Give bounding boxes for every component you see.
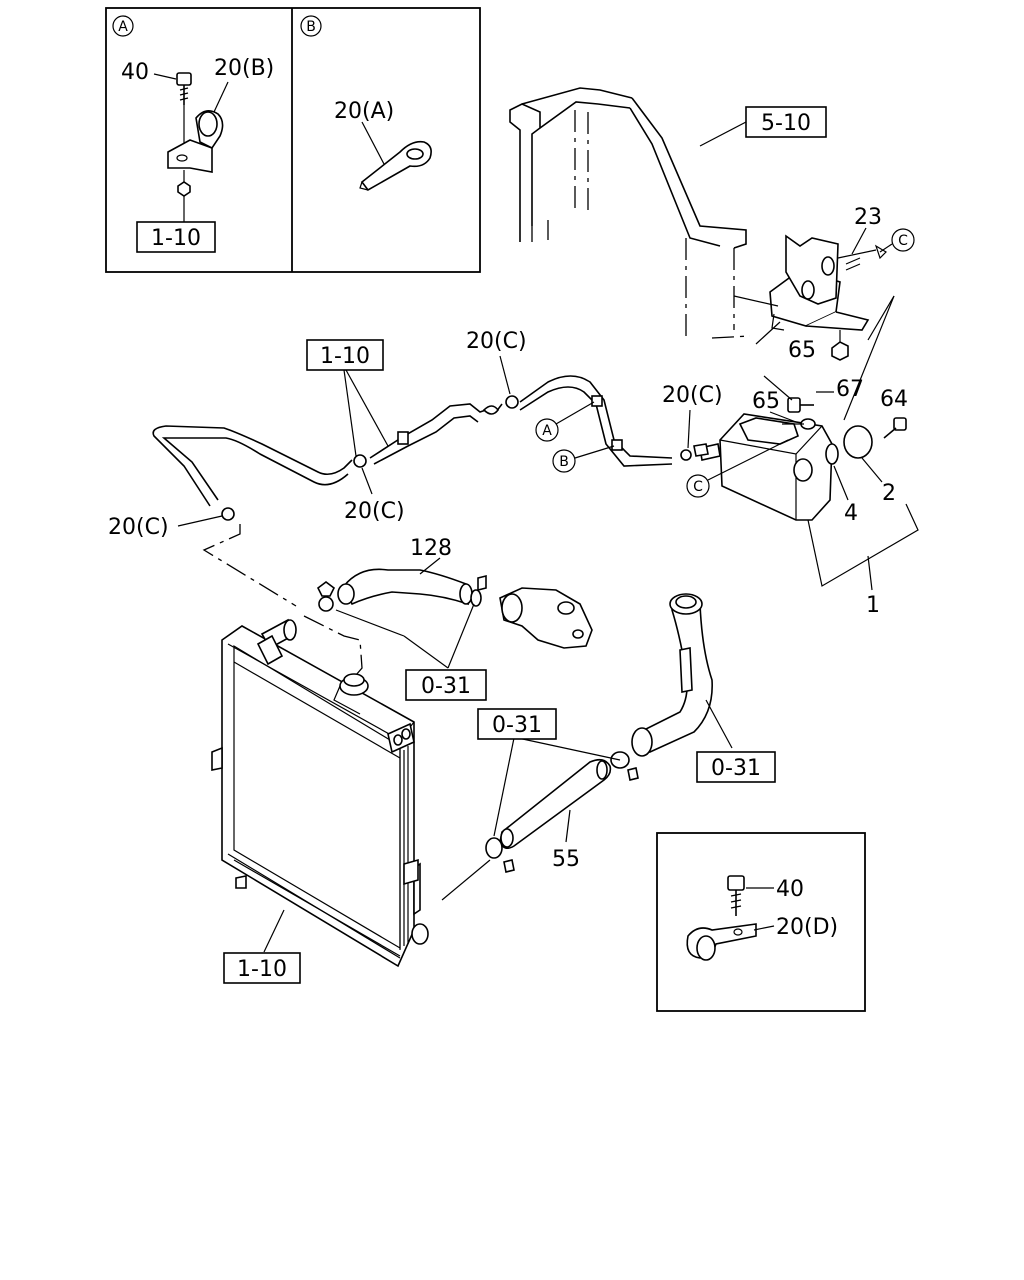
inset-d-label-20d: 20(D) [776, 915, 838, 940]
inset-b-label-20a: 20(A) [334, 99, 394, 124]
clamp-20c-tank-icon [680, 449, 692, 461]
marker-c-tank: C [693, 479, 703, 495]
clamp-20c-top-icon [505, 395, 519, 409]
leader-0-31-a [335, 609, 405, 637]
clamp-20a-icon [359, 140, 432, 192]
frame-member: 5-10 [509, 87, 827, 340]
frame-ref-box [745, 106, 827, 138]
marker-c-bracket: C [898, 233, 908, 249]
inset-b-badge: B [306, 19, 316, 35]
nut-icon [177, 170, 191, 222]
clamp-20d-icon [686, 923, 757, 961]
radiator [211, 618, 429, 968]
bolt-40-icon-inset-d [727, 875, 745, 916]
hose-assy-ref-box [306, 339, 384, 371]
inset-a-ref-box [136, 221, 216, 253]
radiator-ref-box [223, 952, 301, 984]
label-65-bracket: 65 [788, 338, 816, 363]
inset-a: A 40 20(B) 1-10 [112, 15, 274, 253]
cap-2-icon [843, 425, 873, 459]
label-2: 2 [882, 481, 896, 506]
leader-clamp-radiator [202, 524, 297, 607]
inset-a-label-40: 40 [121, 60, 149, 85]
marker-a: A [542, 423, 552, 439]
leader-radiator-outlet [441, 859, 491, 901]
inset-d: 40 20(D) [656, 832, 866, 1012]
inset-a-label-20b: 20(B) [214, 56, 274, 81]
label-4: 4 [844, 501, 858, 526]
label-1: 1 [866, 593, 880, 618]
label-65-tank: 65 [752, 389, 780, 414]
clamp-20c-left-icon [221, 507, 235, 521]
label-55: 55 [552, 847, 580, 872]
inset-a-b-frame [105, 7, 481, 273]
reservoir-tank: 65 C 64 2 4 1 [686, 387, 919, 618]
inset-b-badge-circle [300, 15, 322, 37]
bracket-23: 23 C 65 67 [733, 205, 915, 421]
label-64: 64 [880, 387, 908, 412]
label-20c-left: 20(C) [108, 515, 169, 540]
inset-a-badge: A [118, 19, 128, 35]
water-pipe [631, 593, 733, 757]
upper-hose-128: 128 [316, 536, 487, 612]
marker-b-circle [552, 449, 576, 473]
label-20c-top: 20(C) [466, 329, 527, 354]
label-128: 128 [410, 536, 452, 561]
label-20c-tank: 20(C) [662, 383, 723, 408]
inset-b: B 20(A) [300, 15, 432, 192]
marker-b: B [559, 454, 569, 470]
bolt-40-icon [176, 72, 192, 150]
nut-65-icon [831, 341, 849, 361]
leader-thermostat [303, 615, 363, 683]
thermostat-ref-box [405, 669, 487, 701]
label-20c-mid: 20(C) [344, 499, 405, 524]
frame-ref: 5-10 [761, 111, 811, 136]
lower-hose-ref: 0-31 [492, 713, 542, 738]
marker-c-bracket-circle [891, 228, 915, 252]
marker-a-circle [535, 418, 559, 442]
hose-assy-ref: 1-10 [320, 344, 370, 369]
bolt-64-icon [883, 417, 907, 439]
inset-d-label-40: 40 [776, 877, 804, 902]
lower-hose-55: 55 [485, 751, 639, 873]
gasket-4-icon [825, 443, 839, 465]
bolt-67-icon [763, 375, 814, 413]
radiator-ref: 1-10 [237, 957, 287, 982]
leader-lower-hose-a [493, 737, 515, 837]
clamp-20c-mid-icon [353, 454, 367, 468]
leader-lower-hose-b [517, 737, 621, 761]
inset-a-badge-circle [112, 15, 134, 37]
inset-a-ref: 1-10 [151, 226, 201, 251]
pipe-ref-box [696, 751, 776, 783]
clamp-20b-icon [167, 110, 224, 173]
marker-c-tank-circle [686, 474, 710, 498]
pipe-ref: 0-31 [711, 756, 761, 781]
thermostat-ref: 0-31 [421, 674, 471, 699]
overflow-hose: 1-10 20(C) 20(C) 20(C) 20(C) A B [108, 329, 723, 540]
leader-radiator [263, 909, 285, 953]
lower-hose-ref-box [477, 708, 557, 740]
thermostat-housing [499, 587, 593, 649]
label-23: 23 [854, 205, 882, 230]
